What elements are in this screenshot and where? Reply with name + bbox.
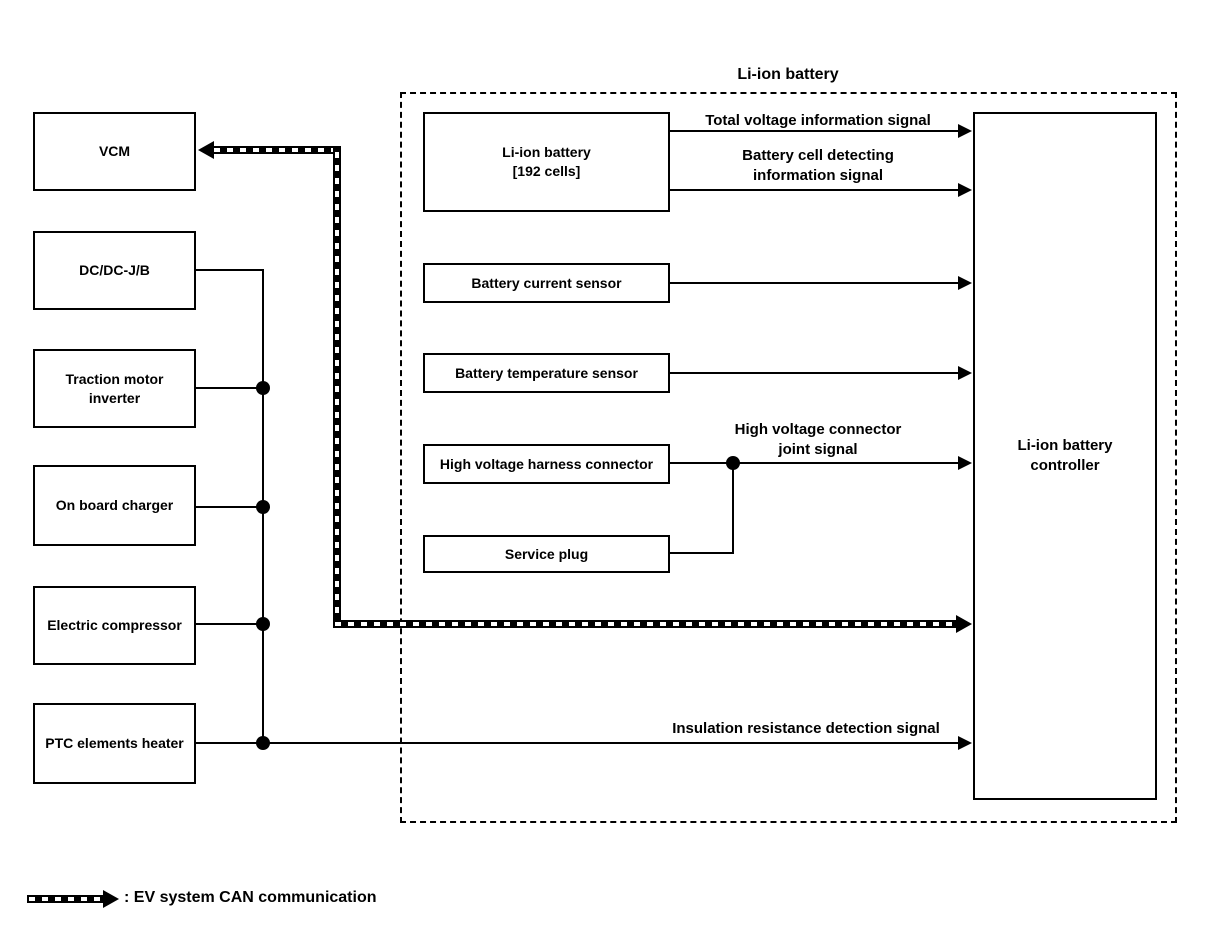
can-bus-vertical (333, 146, 341, 628)
box-li-ion-battery: Li-ion battery [192 cells] (423, 112, 670, 212)
temperature-sensor-arrowhead (958, 366, 972, 380)
junction-dot-hv-joint (726, 456, 740, 470)
hv-joint-signal-line (670, 462, 958, 464)
box-li-ion-battery-controller: Li-ion battery controller (973, 112, 1157, 800)
total-voltage-signal-line (670, 130, 958, 132)
hv-joint-signal-label: High voltage connector joint signal (734, 421, 902, 458)
box-electric-compressor: Electric compressor (33, 586, 196, 665)
box-service-plug: Service plug (423, 535, 670, 573)
box-vcm: VCM (33, 112, 196, 191)
temperature-sensor-signal-line (670, 372, 958, 374)
insulation-signal-arrowhead (958, 736, 972, 750)
li-ion-battery-enclosure (400, 92, 1177, 823)
junction-dot-ptc (256, 736, 270, 750)
junction-dot-traction (256, 381, 270, 395)
box-ptc-elements-heater: PTC elements heater (33, 703, 196, 784)
cell-detecting-signal-line (670, 189, 958, 191)
enclosure-title: Li-ion battery (737, 66, 839, 83)
junction-dot-compressor (256, 617, 270, 631)
total-voltage-signal-label: Total voltage information signal (705, 112, 931, 129)
can-arrowhead-to-controller (956, 615, 972, 633)
cell-detecting-signal-label: Battery cell detecting information signa… (742, 147, 894, 184)
box-hv-harness-connector: High voltage harness connector (423, 444, 670, 484)
box-battery-current-sensor: Battery current sensor (423, 263, 670, 303)
total-voltage-arrowhead (958, 124, 972, 138)
can-bus-horizontal-bottom (333, 620, 958, 628)
legend-can-line-sample (27, 895, 105, 903)
insulation-signal-label: Insulation resistance detection signal (672, 720, 940, 737)
box-battery-temperature-sensor: Battery temperature sensor (423, 353, 670, 393)
dcdc-jb-connector-line (196, 269, 264, 271)
box-traction-motor-inverter: Traction motor inverter (33, 349, 196, 428)
on-board-charger-connector-line (196, 506, 262, 508)
legend-can-label: : EV system CAN communication (124, 889, 377, 906)
box-dcdc-jb: DC/DC-J/B (33, 231, 196, 310)
cell-detecting-arrowhead (958, 183, 972, 197)
hv-joint-arrowhead (958, 456, 972, 470)
service-plug-connector-line (670, 552, 734, 554)
can-bus-horizontal-top (212, 146, 341, 154)
junction-dot-charger (256, 500, 270, 514)
insulation-signal-line (196, 742, 958, 744)
can-arrowhead-to-vcm (198, 141, 214, 159)
service-plug-vertical-line (732, 463, 734, 554)
current-sensor-arrowhead (958, 276, 972, 290)
box-on-board-charger: On board charger (33, 465, 196, 546)
electric-compressor-connector-line (196, 623, 262, 625)
traction-inverter-connector-line (196, 387, 262, 389)
current-sensor-signal-line (670, 282, 958, 284)
legend-can-arrowhead (103, 890, 119, 908)
